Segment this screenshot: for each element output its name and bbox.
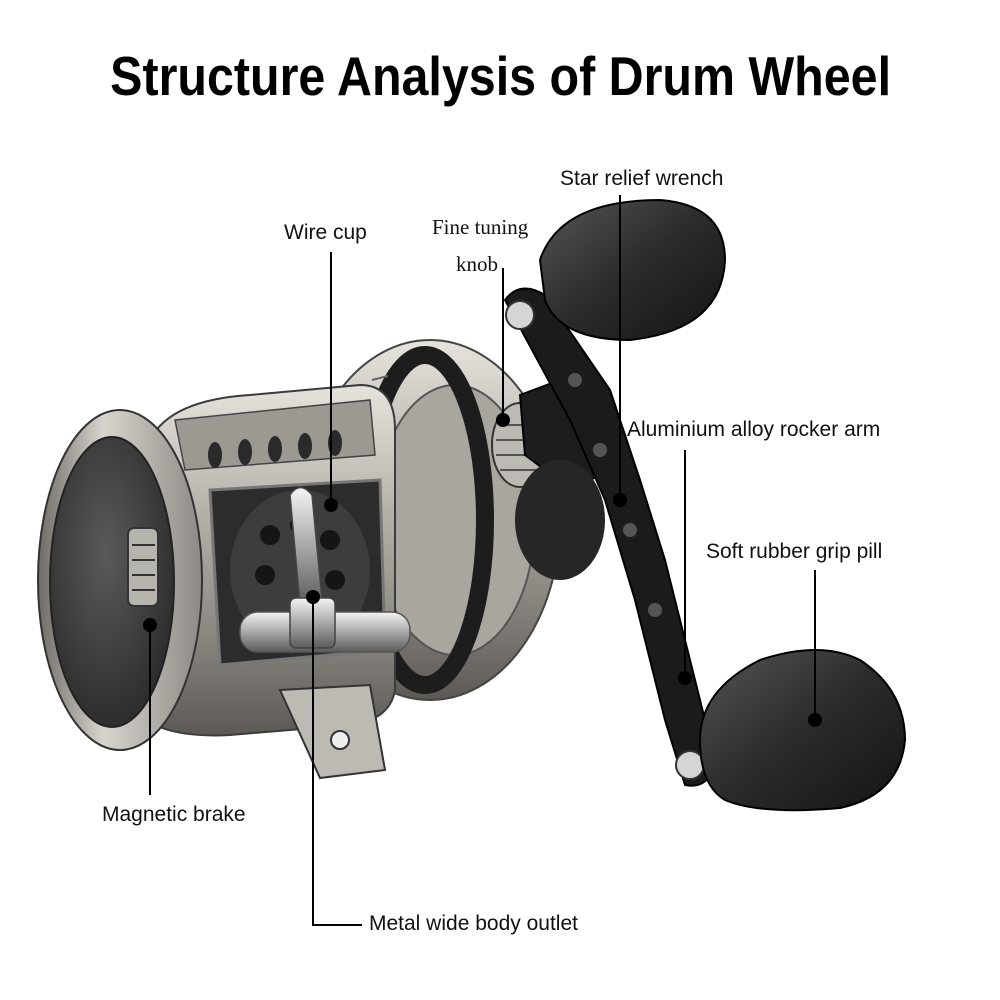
side-plate [37,409,203,751]
reel-foot [278,683,387,780]
label-fine-tuning-knob-line2: knob [456,252,498,276]
label-magnetic-brake: Magnetic brake [102,803,246,826]
label-fine-tuning-knob-line1: Fine tuning [432,215,529,239]
page-title: Structure Analysis of Drum Wheel [110,45,892,107]
label-soft-rubber-grip: Soft rubber grip pill [706,540,883,563]
leader-metal-outlet [312,597,362,926]
leader-dots [143,413,822,727]
leader-lines [149,195,816,926]
handle-arm [503,287,717,787]
line-guide [289,486,336,649]
label-wire-cup: Wire cup [284,221,367,244]
rubber-grip-lower [698,649,907,812]
label-metal-wide-body-outlet: Metal wide body outlet [369,912,578,935]
label-aluminium-rocker-arm: Aluminium alloy rocker arm [627,418,881,441]
label-star-relief-wrench: Star relief wrench [560,167,724,190]
rubber-grip-upper [538,198,727,342]
